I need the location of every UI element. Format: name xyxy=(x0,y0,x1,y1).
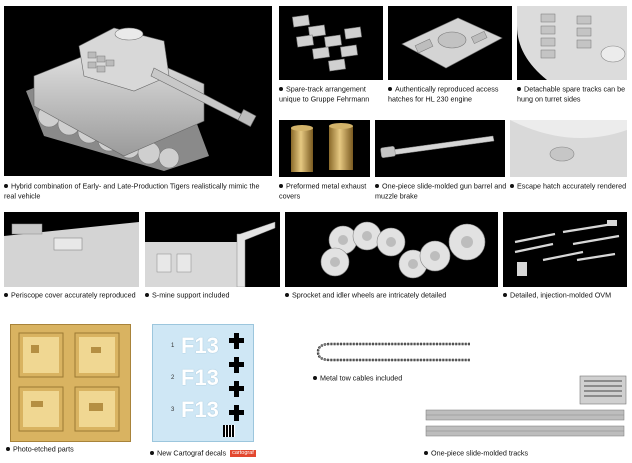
ovm-image xyxy=(503,212,627,287)
gun-barrel-image xyxy=(375,120,505,177)
bullet-icon xyxy=(6,446,10,451)
periscope-cover-image xyxy=(4,212,139,287)
bullet-icon xyxy=(313,375,317,380)
caption-periscope: Periscope cover accurately reproduced xyxy=(4,290,144,300)
bullet-icon xyxy=(4,292,8,297)
caption-tank: Hybrid combination of Early- and Late-Pr… xyxy=(4,181,260,201)
photo-etched-sheet xyxy=(10,324,131,442)
bullet-icon xyxy=(375,183,379,188)
caption-wheels: Sprocket and idler wheels are intricatel… xyxy=(285,290,500,300)
detachable-tracks-image xyxy=(517,6,627,80)
caption-access-hatches: Authentically reproduced access hatches … xyxy=(388,84,499,104)
qr-code-icon xyxy=(223,425,235,437)
caption-detachable-tracks: Detachable spare tracks can be hung on t… xyxy=(517,84,626,104)
decal-marker-3: 3 xyxy=(171,407,175,413)
bullet-icon xyxy=(424,450,428,455)
bullet-icon xyxy=(517,86,521,91)
decal-number-3: F13 xyxy=(181,397,219,422)
caption-decals: New Cartograf decals cartograf xyxy=(150,448,260,458)
decal-number-2: F13 xyxy=(181,365,219,390)
bullet-icon xyxy=(388,86,392,91)
bullet-icon xyxy=(279,183,283,188)
smine-support-image xyxy=(145,212,280,287)
cartograf-logo: cartograf xyxy=(230,449,256,457)
access-hatches-image xyxy=(388,6,512,80)
caption-exhaust: Preformed metal exhaust covers xyxy=(279,181,367,201)
caption-ovm: Detailed, injection-molded OVM xyxy=(503,290,629,300)
bullet-icon xyxy=(4,183,8,188)
caption-escape-hatch: Escape hatch accurately rendered xyxy=(510,181,632,191)
bullet-icon xyxy=(510,183,514,188)
bullet-icon xyxy=(279,86,283,91)
tracks-image xyxy=(422,372,630,444)
bullet-icon xyxy=(503,292,507,297)
escape-hatch-image xyxy=(510,120,627,177)
caption-tow-cables: Metal tow cables included xyxy=(313,373,433,383)
wheels-image xyxy=(285,212,498,287)
bullet-icon xyxy=(150,450,154,455)
decal-sheet: F13 F13 F13 1 2 3 xyxy=(152,324,254,442)
spare-track-image xyxy=(279,6,383,80)
tank-image xyxy=(4,6,272,176)
caption-smine: S-mine support included xyxy=(145,290,285,300)
decal-marker-2: 2 xyxy=(171,375,175,381)
decal-number-1: F13 xyxy=(181,333,219,358)
caption-photo-etched: Photo-etched parts xyxy=(6,444,136,454)
balkenkreuz-icons xyxy=(229,333,244,421)
bullet-icon xyxy=(145,292,149,297)
exhaust-covers-image xyxy=(279,120,370,177)
caption-gun-barrel: One-piece slide-molded gun barrel and mu… xyxy=(375,181,507,201)
bullet-icon xyxy=(285,292,289,297)
decal-marker-1: 1 xyxy=(171,343,175,349)
tow-cables-image xyxy=(312,336,478,370)
caption-spare-track: Spare-track arrangement unique to Gruppe… xyxy=(279,84,370,104)
caption-tracks: One-piece slide-molded tracks xyxy=(424,448,564,458)
